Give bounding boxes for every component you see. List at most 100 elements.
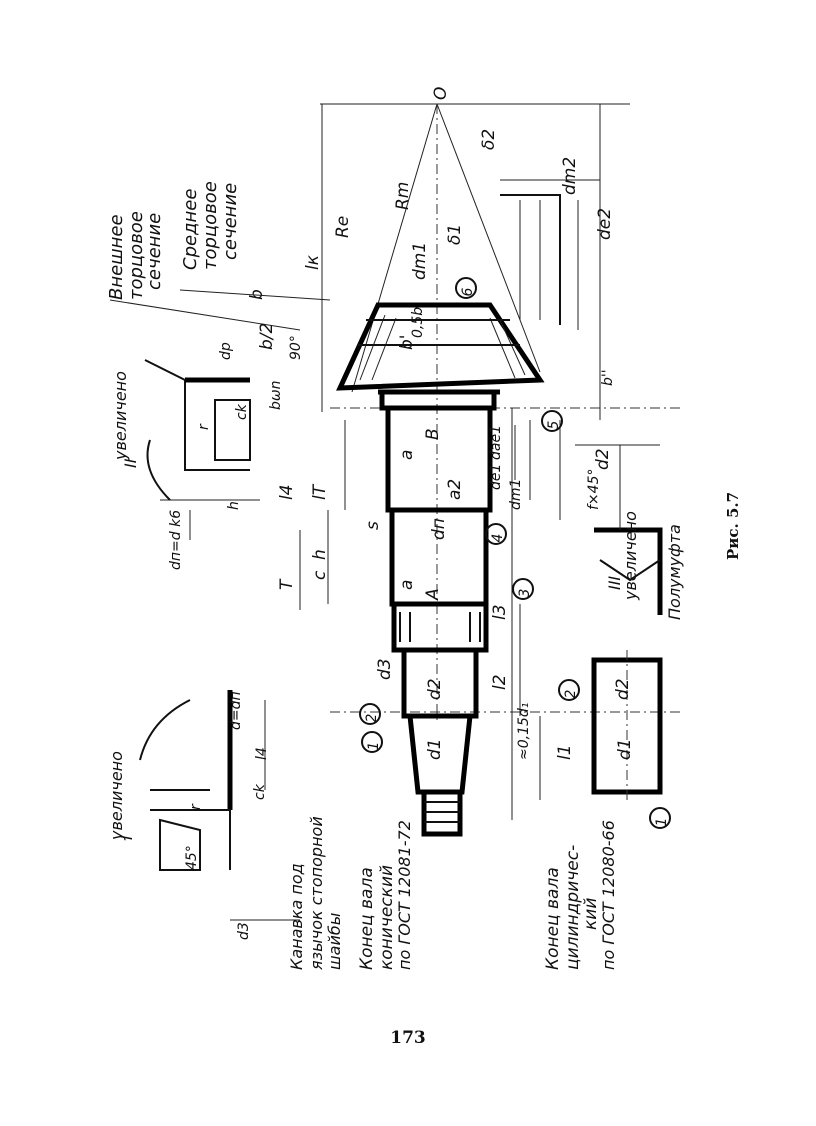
view-II-label: увеличено [111,371,130,461]
label-a2: a2 [445,479,465,500]
label-Re: Re [333,216,353,238]
page-number: 173 [390,1028,426,1048]
groove-note-line-1: Канавка под [287,863,306,970]
label-apex-O: O [431,87,451,100]
bearing-journal [385,408,493,513]
label-point-A: A [423,588,443,601]
callout-1: 1 [366,742,382,751]
label-coupling-d2: d2 [593,448,613,470]
label-ck-I: ck [252,783,268,800]
cyl-end-line-3: кий [581,898,601,930]
callouts [359,277,671,829]
label-bw-n: bωn [268,381,284,410]
label-dm2: dm2 [560,157,580,195]
callout-6: 6 [460,287,476,296]
middle-section-line-2: торцовое [200,181,221,270]
label-r-I: r [188,803,204,810]
conical-end-line-3: по ГОСТ 12081-72 [395,820,414,970]
label-a-lower: a [397,580,417,590]
outer-section-line-3: сечение [144,213,165,290]
label-approx-len: ≈0,15d₁ [516,703,532,760]
label-ck-II: ck [234,403,250,420]
label-delta2: δ2 [479,129,499,150]
callout-1-cyl: 1 [654,818,670,827]
outer-section-line-1: Внешнее [106,214,127,300]
cyl-end-line-1: Конец вала [543,867,563,970]
mating-wheel-outline [500,194,561,325]
gear-seat-step [379,389,497,411]
label-Rm: Rm [393,182,413,210]
outer-section-leader [109,299,301,331]
label-chamfer: f×45° [586,469,602,510]
conical-end-line-1: Конец вала [357,867,377,970]
thread-marks [399,612,481,642]
cyl-end-line-4: по ГОСТ 12080-66 [599,820,618,970]
label-point-B: B [423,428,443,440]
label-cyl-d1: d1 [615,738,635,760]
label-c: c [310,570,330,580]
label-l2: l2 [490,674,510,690]
label-cyl-d2: d2 [613,678,633,700]
figure-caption: Рис. 5.7 [724,491,742,560]
middle-section-line-3: сечение [220,183,241,260]
label-a: a [397,450,417,460]
bevel-gear-outline [336,302,545,391]
coupling-chamfer [599,559,661,582]
conical-end-line-2: конический [377,865,397,970]
label-Lk: lк [303,254,323,270]
label-half-b: 0,5b [410,307,426,338]
callout-2-cyl: 2 [563,689,579,698]
label-l3: l3 [490,604,510,620]
detail-view-I [139,690,300,921]
thread-section [391,601,489,653]
label-l4-I: l4 [254,747,270,760]
cyl-end-line-2: цилиндричес- [563,845,583,970]
label-d3: d3 [375,658,395,680]
label-l1: l1 [555,744,575,760]
view-III-numeral: III [605,576,624,590]
middle-section-leader [179,289,331,301]
groove-note-line-3: шайбы [325,913,344,970]
outer-section-line-2: торцовое [126,211,147,300]
half-coupling-outline [594,527,663,615]
label-dp-da: dp [218,342,234,360]
view-II-numeral: II [121,458,140,468]
label-l4: l4 [277,484,297,500]
label-dm1: dm1 [508,479,524,510]
label-angle-90: 90° [288,335,304,360]
label-b-half: b/2 [257,323,277,350]
label-angle-45: 45° [184,845,200,870]
view-I-numeral: I [117,835,136,840]
label-T: T [277,578,297,590]
label-lT: lT [310,483,330,500]
detail-view-II [144,359,260,540]
label-b-prime: b' [397,335,417,350]
label-de1: de1 [488,464,504,490]
label-d1: d1 [425,738,445,760]
label-dae1: dae1 [488,425,504,460]
label-dn-k6: dп=d k6 [168,510,184,570]
view-III-label: увеличено [621,511,640,601]
view-I-label: увеличено [107,751,126,841]
label-s: s [363,521,383,530]
label-h: h [310,549,330,560]
gear-hatch [359,314,526,381]
tip-thread-marks [424,801,460,823]
groove-note-line-2: язычок стопорной [307,816,326,970]
label-dm: dm1 [410,242,430,280]
half-coupling-label: Полумуфта [665,524,684,620]
cone-generator-right [436,103,541,373]
label-r-II: r [196,423,212,430]
label-h-II: h [226,501,242,510]
label-de2: de2 [595,208,615,240]
label-b: b [247,289,267,300]
label-d3-I: d3 [236,922,252,940]
callout-3: 3 [517,589,533,598]
label-d2: d2 [425,678,445,700]
middle-section-line-1: Среднее [180,189,201,270]
label-d-eq-dn: d=dп [228,691,244,730]
label-b-dprime: b'' [600,369,616,386]
callout-4: 4 [490,534,506,543]
